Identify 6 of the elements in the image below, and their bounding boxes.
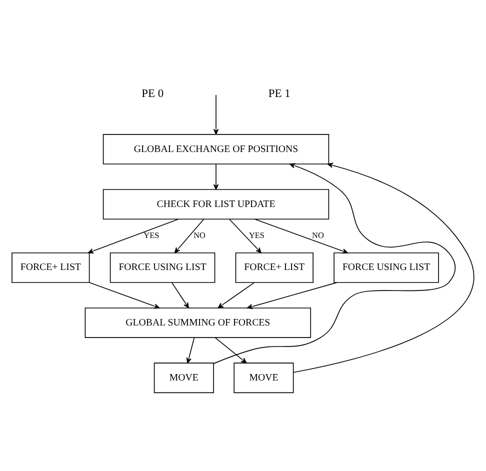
- edge-label: NO: [312, 230, 324, 240]
- edge-label: NO: [194, 230, 206, 240]
- label: PE 1: [268, 88, 290, 100]
- label: PE 0: [142, 88, 164, 100]
- edge-label: YES: [144, 230, 160, 240]
- edge-label: YES: [248, 230, 264, 240]
